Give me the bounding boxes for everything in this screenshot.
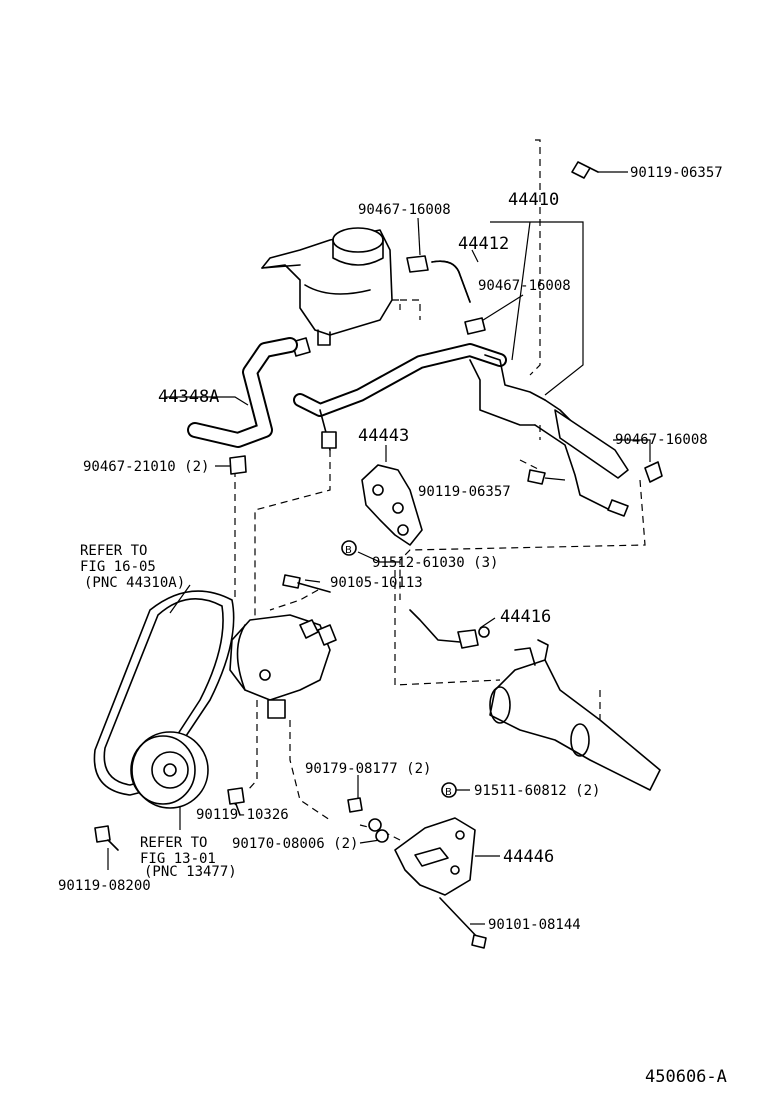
v-belt [93,590,235,796]
hose-44412 [431,260,471,303]
callout-90119-08200: 90119-08200 [58,878,151,894]
pulley-note-line-3: (PNC 13477) [144,864,237,880]
washer-mark: B [445,787,452,798]
leader-lines [107,171,651,925]
crank-pulley [130,731,209,809]
callout-90467-21010: 90467-21010 (2) [83,459,209,475]
callout-90105-10113: 90105-10113 [330,575,423,591]
nuts [347,797,389,843]
callout-90467-16008-b: 90467-16008 [478,278,571,294]
washer-symbols: B B [341,540,457,798]
pulley-note-line-1: REFER TO [140,835,207,851]
callout-90467-16008-a: 90467-16008 [358,202,451,218]
callout-44410: 44410 [508,190,559,210]
reservoir-tank [261,227,393,346]
callout-91511-60812: 91511-60812 (2) [474,783,600,799]
pressure-hose [293,343,507,451]
callout-44446: 44446 [503,847,554,867]
callouts: 90119-06357 44410 90467-16008 44412 9046… [58,165,723,933]
hose-44348a [187,337,298,448]
callout-90467-16008-c: 90467-16008 [615,432,708,448]
callout-90119-06357-mid: 90119-06357 [418,484,511,500]
bracket-44443 [361,464,423,546]
callout-90119-10326: 90119-10326 [196,807,289,823]
bolts [94,161,599,949]
vane-pump [229,614,337,719]
callout-44348a: 44348A [158,387,219,407]
callout-90101-08144: 90101-08144 [488,917,581,933]
pulley-note-line-2: FIG 13-01 [140,851,216,867]
callout-90179-08177: 90179-08177 (2) [305,761,431,777]
belt-note-line-3: (PNC 44310A) [84,575,185,591]
callout-91512-61030: 91512-61030 (3) [372,555,498,571]
callout-44416: 44416 [500,607,551,627]
steering-gear [489,639,661,791]
callout-90119-06357-top: 90119-06357 [630,165,723,181]
callout-90170-08006: 90170-08006 (2) [232,836,358,852]
reference-notes: REFER TO FIG 16-05 (PNC 44310A) REFER TO… [80,543,237,880]
bracket-44446 [394,817,476,896]
washer-mark: B [345,545,352,556]
dashed-guides [234,139,646,841]
belt-note-line-1: REFER TO [80,543,147,559]
callout-44443: 44443 [358,426,409,446]
cooler-tubes [469,354,629,517]
belt-note-line-2: FIG 16-05 [80,559,156,575]
callout-44412: 44412 [458,234,509,254]
diagram-id: 450606-A [645,1067,727,1087]
pressure-tube-44416 [409,609,490,649]
